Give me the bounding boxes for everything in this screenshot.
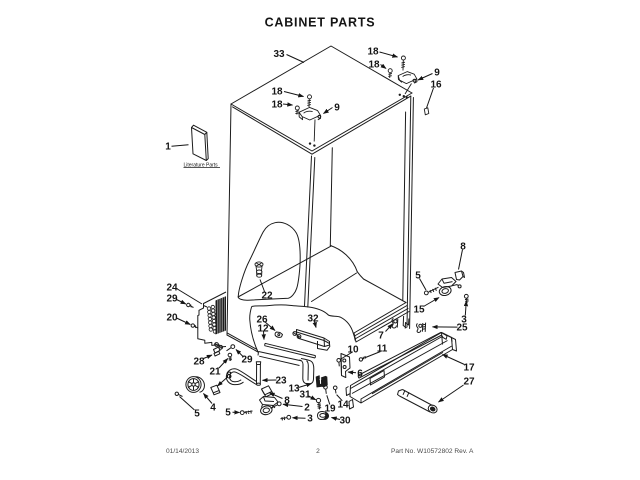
svg-text:2: 2 — [304, 403, 310, 414]
svg-text:3: 3 — [461, 315, 467, 326]
svg-text:5: 5 — [415, 271, 421, 282]
svg-text:17: 17 — [463, 363, 475, 374]
svg-text:31: 31 — [299, 390, 311, 401]
svg-text:19: 19 — [324, 404, 336, 415]
svg-text:29: 29 — [166, 294, 178, 305]
svg-text:14: 14 — [337, 400, 349, 411]
svg-text:Literature Parts: Literature Parts — [184, 163, 219, 169]
svg-text:7: 7 — [378, 331, 384, 342]
svg-text:32: 32 — [307, 314, 319, 325]
svg-text:1: 1 — [165, 142, 171, 153]
svg-text:8: 8 — [226, 371, 232, 382]
svg-text:11: 11 — [377, 344, 388, 355]
svg-text:18: 18 — [271, 100, 283, 111]
svg-text:6: 6 — [357, 369, 363, 380]
svg-text:18: 18 — [368, 60, 380, 71]
svg-text:26: 26 — [256, 315, 268, 326]
svg-text:18: 18 — [271, 87, 283, 98]
svg-text:3: 3 — [307, 414, 313, 425]
svg-text:12: 12 — [257, 324, 269, 335]
svg-text:5: 5 — [194, 409, 200, 420]
svg-text:20: 20 — [166, 313, 178, 324]
svg-text:2: 2 — [316, 448, 320, 455]
svg-text:25: 25 — [456, 323, 468, 334]
svg-text:28: 28 — [193, 357, 205, 368]
svg-text:21: 21 — [209, 367, 221, 378]
svg-text:01/14/2013: 01/14/2013 — [166, 448, 199, 455]
svg-text:4: 4 — [210, 403, 216, 414]
svg-text:18: 18 — [367, 47, 379, 58]
svg-text:24: 24 — [166, 283, 178, 294]
svg-text:9: 9 — [434, 68, 440, 79]
svg-text:23: 23 — [275, 376, 287, 387]
svg-text:CABINET PARTS: CABINET PARTS — [265, 16, 376, 30]
svg-text:13: 13 — [288, 384, 300, 395]
svg-text:30: 30 — [339, 416, 351, 427]
svg-text:8: 8 — [460, 242, 466, 253]
svg-text:15: 15 — [413, 305, 425, 316]
svg-text:8: 8 — [284, 396, 290, 407]
svg-text:29: 29 — [241, 355, 253, 366]
svg-text:27: 27 — [463, 377, 475, 388]
svg-text:5: 5 — [225, 408, 231, 419]
svg-text:22: 22 — [261, 291, 273, 302]
svg-text:9: 9 — [334, 103, 340, 114]
svg-text:Part No. W10572802 Rev. A: Part No. W10572802 Rev. A — [391, 448, 474, 455]
svg-text:16: 16 — [430, 80, 442, 91]
svg-text:33: 33 — [273, 49, 285, 60]
svg-text:10: 10 — [347, 345, 359, 356]
